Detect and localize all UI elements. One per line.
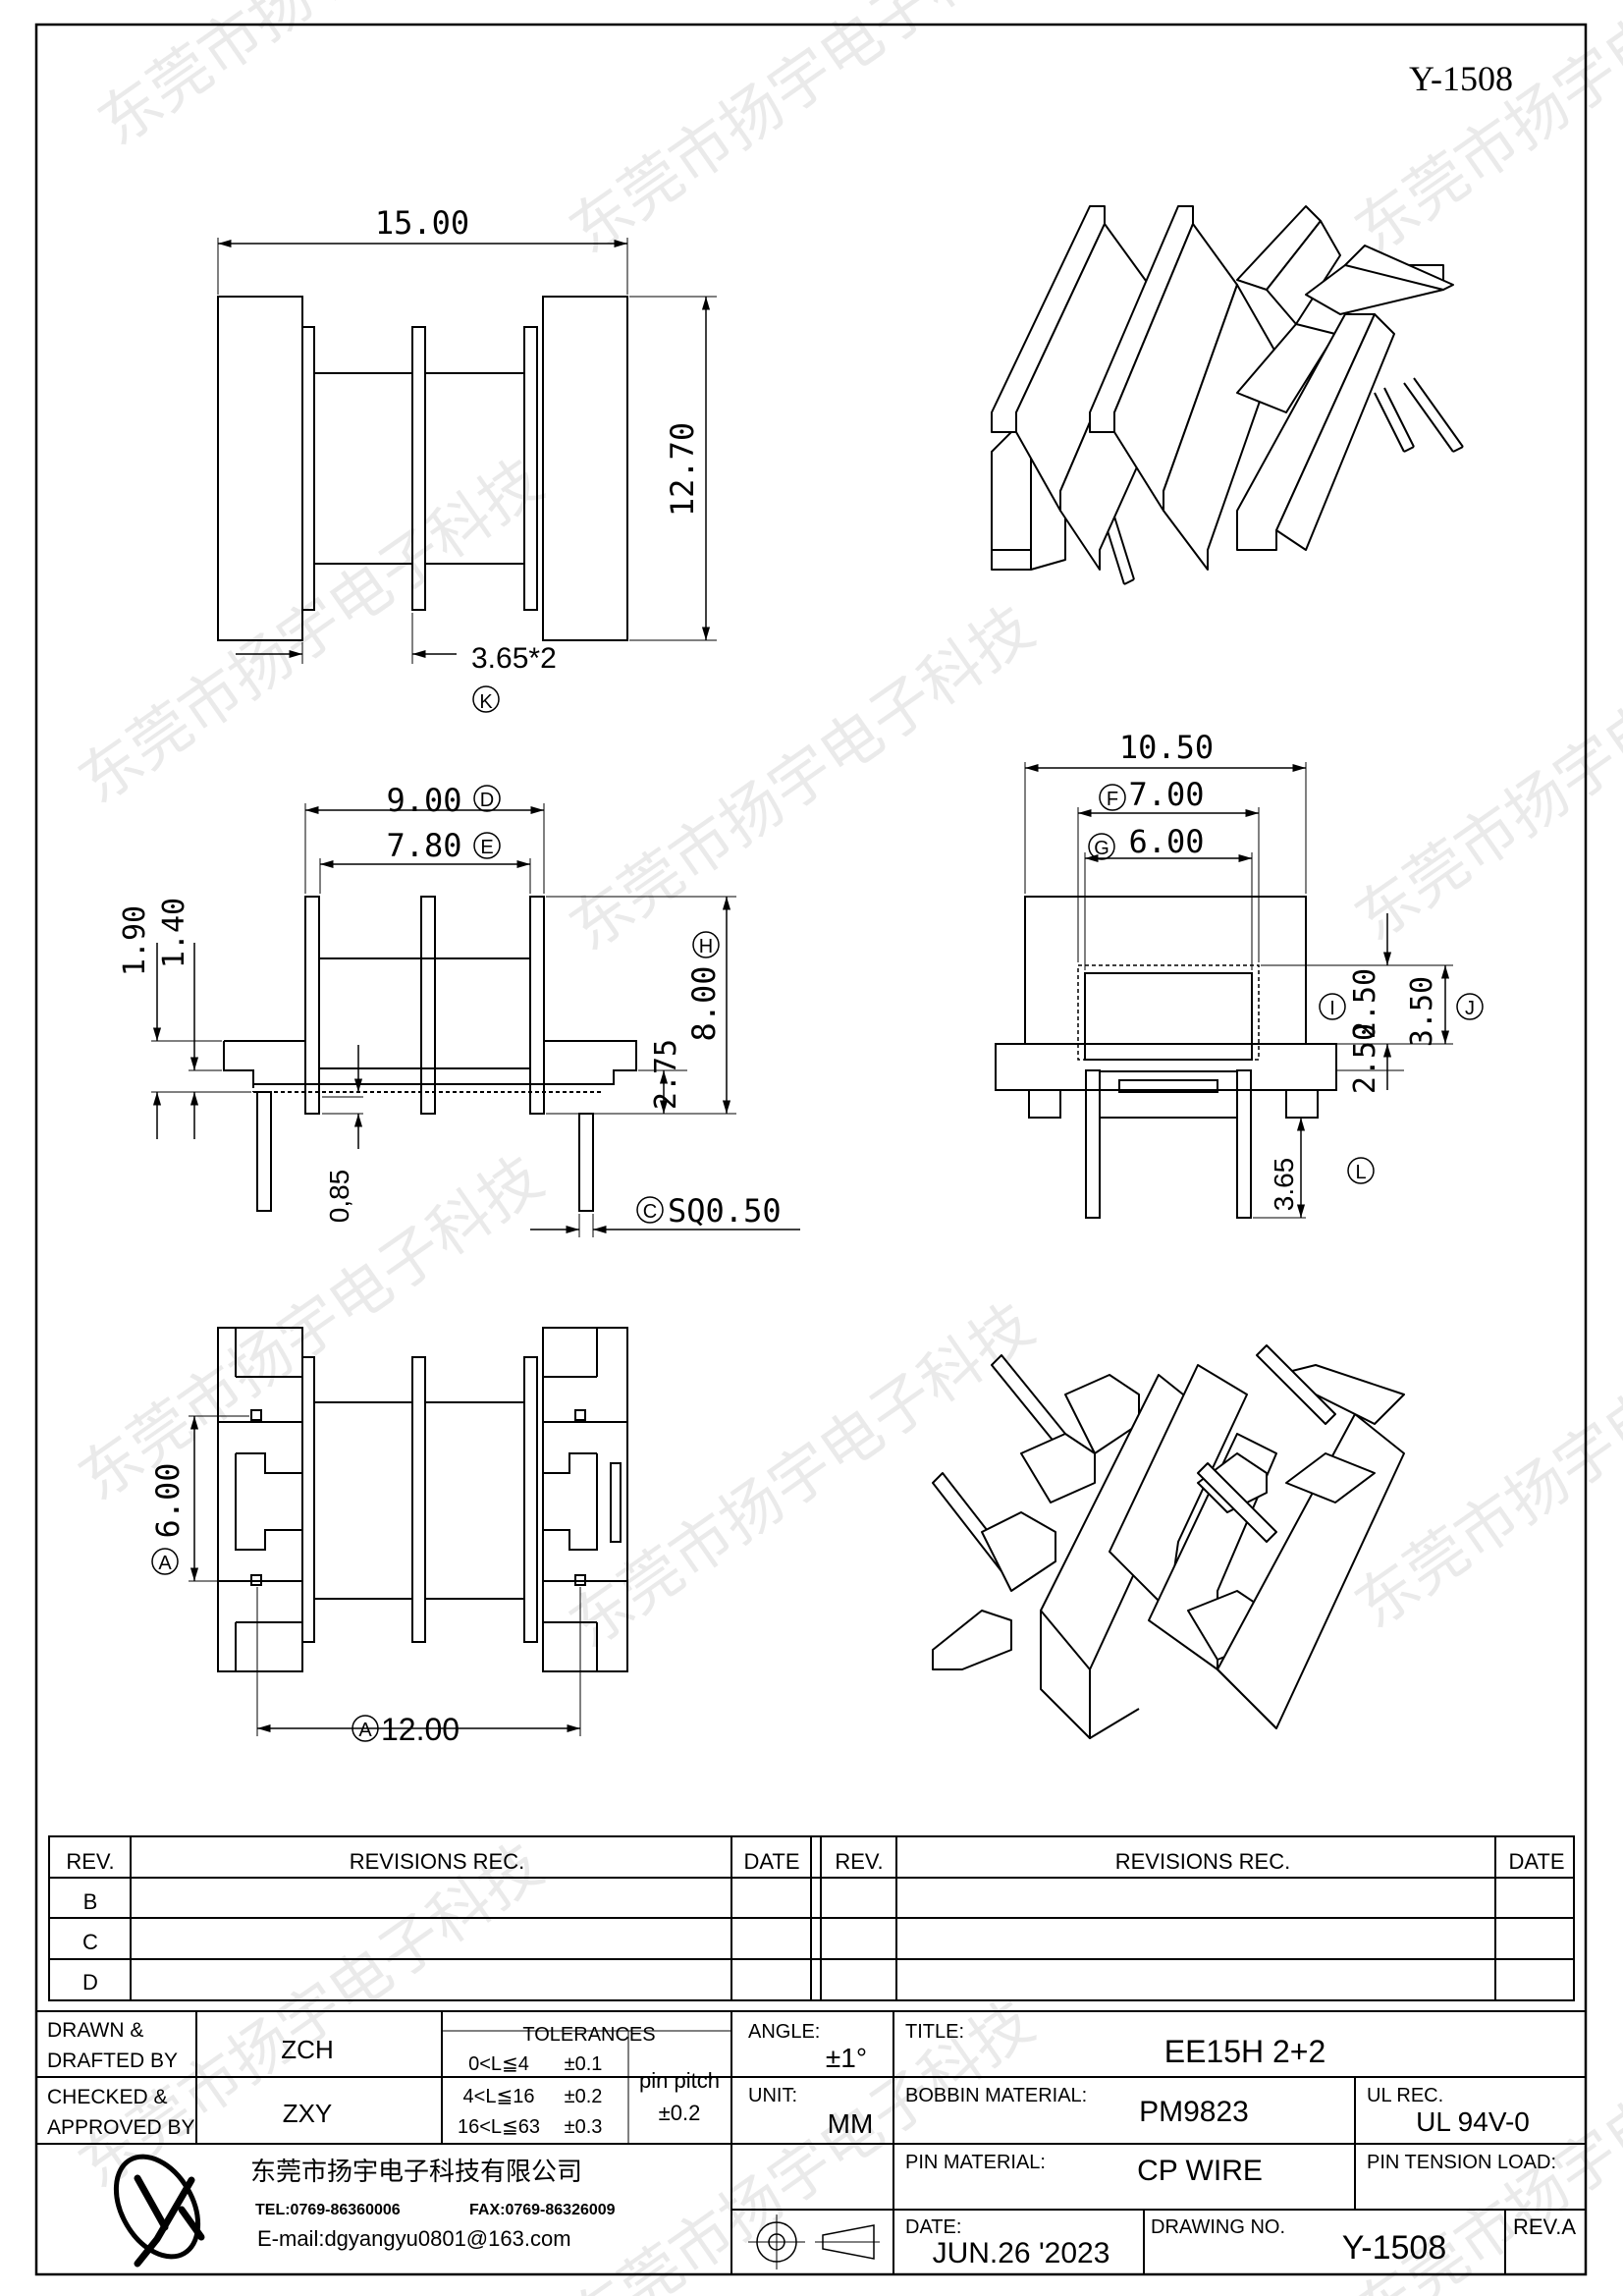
tolerances-label: TOLERANCES [522, 2024, 655, 2046]
marker-d: D [480, 790, 494, 811]
dim-total: 10.50 [1119, 729, 1214, 766]
marker-a-horizontal: A [358, 1720, 372, 1741]
dim-height: 12.70 [664, 422, 701, 517]
revision-table [48, 1835, 1575, 2001]
unit-value: MM [828, 2108, 874, 2139]
date-header-right: DATE [1508, 1849, 1564, 1874]
watermark-text: 东莞市扬宇电子科技 [66, 444, 556, 817]
watermark-text: 东莞市扬宇电子科技 [557, 1288, 1047, 1662]
bottom-view [151, 1327, 628, 1742]
tol-range: 0<L≦4 [468, 2053, 529, 2075]
pin-material-label: PIN MATERIAL: [905, 2152, 1046, 2173]
checked-label-1: CHECKED & [47, 2086, 168, 2108]
dim-inner-side: 6.00 [1128, 823, 1204, 860]
rev-row-label: C [82, 1930, 98, 1954]
rev-header-right: REV. [835, 1849, 883, 1874]
dim-window: 2.50 [1348, 968, 1382, 1039]
marker-k: K [479, 691, 493, 713]
title-block [36, 2010, 1586, 2274]
dim-row-spacing: 12.00 [381, 1712, 460, 1747]
front-view [151, 785, 800, 1237]
dim-inner: 7.80 [386, 827, 461, 864]
rev-row-label: D [82, 1970, 98, 1995]
marker-e: E [480, 837, 493, 858]
unit-label: UNIT: [748, 2085, 797, 2106]
watermark-text: 东莞市扬宇电子科技 [66, 1829, 556, 2202]
drawn-value: ZCH [281, 2035, 333, 2064]
dim-left-outer: 1.90 [118, 905, 152, 976]
watermark-text: 东莞市扬宇电子科技 [1342, 581, 1623, 955]
tol-value: ±0.2 [565, 2086, 603, 2107]
tol-value: ±0.3 [565, 2116, 603, 2138]
side-view [995, 762, 1484, 1219]
dim-outer: 9.00 [386, 782, 461, 819]
checked-value: ZXY [283, 2099, 333, 2128]
company-email: E-mail:dgyangyu0801@163.com [257, 2226, 571, 2251]
date-header-left: DATE [743, 1849, 799, 1874]
rev-header-left: REV. [66, 1849, 114, 1874]
marker-l: L [1355, 1162, 1366, 1183]
company-fax: FAX:0769-86326009 [469, 2202, 616, 2218]
dim-window-low: 2.50 [1348, 1023, 1382, 1094]
checked-label-2: APPROVED BY [47, 2116, 195, 2139]
dim-mid: 7.00 [1128, 776, 1204, 813]
dim-pin-spacing: 6.00 [149, 1462, 187, 1538]
drawn-label-1: DRAWN & [47, 2019, 143, 2042]
company-name: 东莞市扬宇电子科技有限公司 [250, 2157, 582, 2186]
date-value: JUN.26 '2023 [933, 2237, 1110, 2269]
dim-right: 3.50 [1405, 976, 1439, 1047]
marker-g: G [1094, 838, 1109, 859]
sheet-border [34, 23, 1588, 2276]
drawing-no-label: DRAWING NO. [1151, 2216, 1285, 2238]
dim-left-inner: 1.40 [157, 898, 191, 968]
marker-c: C [643, 1201, 657, 1223]
iso-view-top [991, 205, 1464, 585]
marker-f: F [1107, 789, 1118, 810]
marker-i: I [1329, 998, 1335, 1019]
marker-j: J [1465, 998, 1475, 1019]
watermark-text: 东莞市扬宇电子科技 [66, 1141, 556, 1514]
rev-row-label: B [83, 1889, 98, 1914]
dim-width: 15.00 [375, 204, 469, 242]
title-value: EE15H 2+2 [1164, 2034, 1326, 2069]
revisions-header-right: REVISIONS REC. [1115, 1849, 1290, 1874]
drawn-label-2: DRAFTED BY [47, 2050, 178, 2072]
pin-pitch-value: ±0.2 [659, 2101, 701, 2125]
ul-rec-value: UL 94V-0 [1416, 2106, 1530, 2137]
pin-tension-label: PIN TENSION LOAD: [1367, 2152, 1556, 2173]
date-label: DATE: [905, 2216, 961, 2238]
watermark-text: 东莞市扬宇电子科技 [557, 0, 1047, 267]
dim-pin-len: 3.65 [1269, 1158, 1299, 1212]
bobbin-material-value: PM9823 [1139, 2096, 1249, 2128]
pin-material-value: CP WIRE [1137, 2155, 1263, 2187]
dim-base: 2.75 [649, 1039, 683, 1110]
watermark-text: 东莞市扬宇电子科技 [1342, 0, 1623, 267]
drawing-no-value: Y-1508 [1342, 2229, 1447, 2267]
angle-value: ±1° [826, 2043, 867, 2073]
dim-spacing: 3.65*2 [471, 642, 557, 675]
tol-range: 4<L≦16 [463, 2086, 535, 2107]
company-tel: TEL:0769-86360006 [255, 2202, 401, 2218]
rev-a: REV.A [1513, 2214, 1576, 2239]
drawing-code: Y-1508 [1409, 59, 1513, 98]
dim-pin: SQ0.50 [668, 1192, 782, 1230]
angle-label: ANGLE: [748, 2021, 820, 2043]
tol-range: 16<L≦63 [458, 2116, 540, 2138]
tol-value: ±0.1 [565, 2053, 603, 2075]
title-label: TITLE: [905, 2021, 964, 2043]
watermark-text: 东莞市扬宇电子科技 [557, 591, 1047, 964]
revisions-header-left: REVISIONS REC. [350, 1849, 524, 1874]
dim-pin-offset: 0,85 [324, 1170, 354, 1224]
bobbin-material-label: BOBBIN MATERIAL: [905, 2085, 1087, 2106]
ul-rec-label: UL REC. [1367, 2085, 1443, 2106]
pin-pitch-label: pin pitch [639, 2068, 720, 2093]
dim-height-front: 8.00 [685, 965, 723, 1041]
iso-view-bottom [932, 1344, 1405, 1739]
marker-a-vertical: A [158, 1553, 172, 1574]
marker-h: H [699, 936, 713, 957]
top-view [217, 238, 717, 713]
company-logo [113, 2154, 205, 2268]
